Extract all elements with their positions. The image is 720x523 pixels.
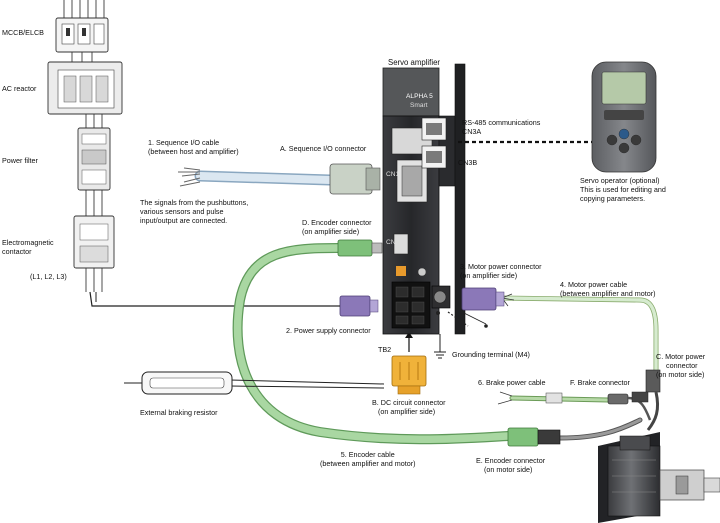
label-brake-power-cable: 6. Brake power cable	[478, 378, 546, 387]
label-encoder-connector-amp: D. Encoder connector(on amplifier side)	[302, 218, 372, 236]
electromagnetic-contactor	[73, 215, 115, 269]
label-l1l2l3: (L1, L2, L3)	[30, 272, 67, 281]
amp-sub: Smart	[410, 102, 428, 109]
ground-symbol	[436, 311, 440, 315]
label-dc-circuit-connector: B. DC circuit connector (on amplifier si…	[372, 398, 446, 416]
label-encoder-connector-motor: E. Encoder connector (on motor side)	[476, 456, 546, 474]
mccb-breaker	[55, 17, 109, 53]
label-encoder-cable: 5. Encoder cable(between amplifier and m…	[320, 450, 416, 468]
label-motor-power-connector-motor: C. Motor power connector (on motor side)	[656, 352, 706, 379]
motor-power-connector-motor-side	[631, 369, 661, 431]
amp-brand: ALPHA 5	[406, 93, 433, 100]
motor-power-connector-amp-side	[461, 287, 505, 328]
label-tb2: TB2	[378, 345, 392, 354]
power-input-cable	[89, 291, 330, 307]
motor-power-cable	[499, 293, 659, 373]
label-servo-operator: Servo operator (optional)This is used fo…	[580, 176, 666, 203]
label-external-braking-resistor: External braking resistor	[140, 408, 218, 417]
label-signals-note: The signals from the pushbuttons,various…	[140, 198, 249, 225]
ac-reactor	[47, 61, 123, 115]
label-motor-power-connector-amp: 3. Motor power connector(on amplifier si…	[460, 262, 542, 280]
label-sequence-connector: A. Sequence I/O connector	[280, 144, 367, 153]
external-braking-resistor	[124, 371, 385, 395]
label-cn3b: CN3B	[458, 158, 478, 167]
amp-cn2: CN2	[386, 239, 400, 246]
encoder-connector-amp-side	[337, 239, 383, 257]
label-power-supply-connector: 2. Power supply connector	[286, 326, 371, 335]
servo-operator	[591, 61, 657, 173]
sequence-io-cable	[178, 163, 381, 195]
label-grounding-terminal: Grounding terminal (M4)	[452, 350, 530, 359]
label-ac-reactor: AC reactor	[2, 84, 37, 93]
encoder-cable	[232, 243, 643, 445]
amp-cn1: CN1	[386, 171, 400, 178]
label-sequence-cable: 1. Sequence I/O cable(between host and a…	[148, 138, 239, 156]
label-power-filter: Power filter	[2, 156, 38, 165]
power-filter	[77, 127, 111, 191]
page-title: Servo amplifier	[388, 58, 440, 67]
dc-circuit-connector	[391, 332, 427, 395]
label-mccb: MCCB/ELCB	[2, 28, 44, 37]
servo-amplifier	[382, 63, 469, 359]
power-supply-wiring	[63, 0, 105, 292]
brake-power-cable	[497, 391, 652, 421]
label-motor-power-cable: 4. Motor power cable(between amplifier a…	[560, 280, 656, 298]
servo-motor	[598, 432, 720, 523]
label-brake-connector: F. Brake connector	[570, 378, 630, 387]
power-supply-connector	[330, 295, 379, 317]
encoder-connector-motor-side	[507, 427, 561, 447]
